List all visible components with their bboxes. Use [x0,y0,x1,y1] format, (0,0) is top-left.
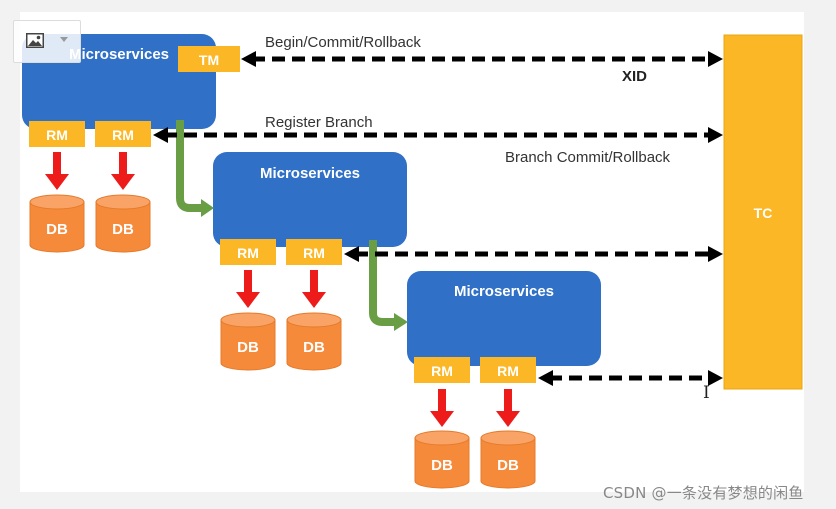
chevron-down-icon[interactable] [60,37,68,42]
svg-text:DB: DB [112,221,134,238]
red-arrow-2a [236,270,260,308]
svg-text:RM: RM [303,245,325,261]
label-begin-commit-rollback: Begin/Commit/Rollback [265,34,421,51]
tm-box: TM [178,46,240,72]
microservice-3-label: Microservices [454,283,554,300]
svg-text:RM: RM [431,363,453,379]
watermark: CSDN @一条没有梦想的闲鱼 [603,484,804,502]
svg-text:RM: RM [112,127,134,143]
svg-text:DB: DB [431,457,453,474]
image-toolbar[interactable] [13,20,81,63]
red-arrow-3a [430,389,454,427]
db-cylinder-1a: DB [29,194,85,253]
db-cylinder-1b: DB [95,194,151,253]
rm-box-3b: RM [480,357,536,383]
svg-text:RM: RM [46,127,68,143]
tc-box: TC [723,34,803,390]
microservice-1-label: Microservices [69,46,169,63]
arrowheads [153,51,723,386]
arrowhead-right-icon [708,370,723,386]
arrowhead-left-icon [344,246,359,262]
svg-text:DB: DB [237,339,259,356]
microservice-2-label: Microservices [260,165,360,182]
rm-box-1b: RM [95,121,151,147]
svg-text:DB: DB [46,221,68,238]
db-cylinder-2b: DB [286,312,342,371]
arrowhead-left-icon [241,51,256,67]
label-register-branch: Register Branch [265,114,373,131]
microservice-3: Microservices [407,271,601,366]
green-arrow-1-to-2 [176,120,214,217]
rm-box-2b: RM [286,239,342,265]
label-xid: XID [622,68,647,85]
svg-text:DB: DB [303,339,325,356]
green-arrow-2-to-3 [369,240,408,331]
image-icon[interactable] [26,33,44,48]
arrowhead-left-icon [538,370,553,386]
db-cylinder-3a: DB [414,430,470,489]
red-arrow-2b [302,270,326,308]
red-arrow-3b [496,389,520,427]
rm-box-2a: RM [220,239,276,265]
svg-text:RM: RM [497,363,519,379]
tc-label: TC [754,205,773,221]
db-cylinder-2a: DB [220,312,276,371]
rm-box-1a: RM [29,121,85,147]
red-arrows [45,152,520,427]
arrowhead-right-icon [708,51,723,67]
text-cursor-icon: I [703,383,710,403]
db-cylinder-3b: DB [480,430,536,489]
arrowhead-left-icon [153,127,168,143]
label-branch-commit-rollback: Branch Commit/Rollback [505,149,671,166]
arrowhead-right-icon [708,127,723,143]
svg-text:RM: RM [237,245,259,261]
red-arrow-1b [111,152,135,190]
red-arrow-1a [45,152,69,190]
svg-text:DB: DB [497,457,519,474]
tm-label: TM [199,52,219,68]
rm-box-3a: RM [414,357,470,383]
microservice-2: Microservices [213,152,407,247]
arrowhead-right-icon [708,246,723,262]
